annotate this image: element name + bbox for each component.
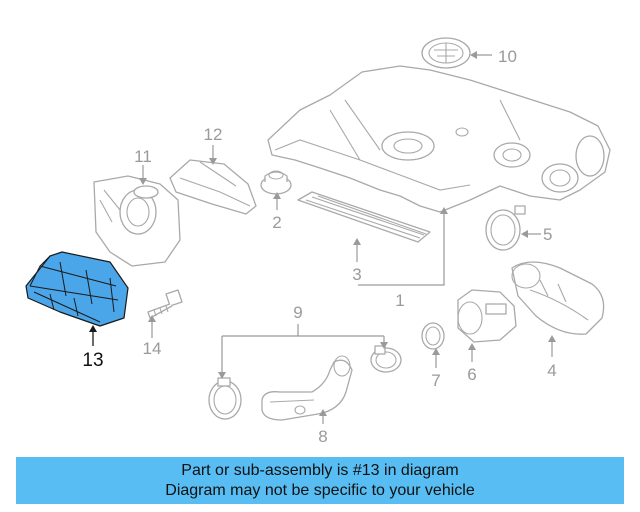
callout-6: 6 — [467, 365, 476, 384]
part-3-air-filter — [297, 191, 431, 243]
part-2-grommet — [260, 170, 292, 195]
part-7-o-ring — [421, 322, 445, 350]
part-5-clamp — [485, 205, 526, 251]
callout-12: 12 — [204, 125, 223, 144]
info-banner: Part or sub-assembly is #13 in diagram D… — [16, 457, 624, 504]
callout-13: 13 — [82, 350, 103, 371]
part-10-emblem — [421, 37, 471, 69]
part-4-intake-hose — [511, 261, 605, 335]
callout-3: 3 — [352, 265, 361, 284]
callout-10: 10 — [498, 47, 517, 66]
callout-2: 2 — [272, 213, 281, 232]
part-14-bolt — [147, 289, 183, 319]
leader-13 — [89, 325, 97, 346]
part-8-hose — [261, 355, 353, 421]
part-1-engine-cover — [267, 65, 611, 213]
callout-8: 8 — [318, 427, 327, 446]
callout-9: 9 — [293, 303, 302, 322]
callout-4: 4 — [547, 361, 556, 380]
part-12-duct-cover — [169, 159, 257, 215]
part-13-air-duct-highlighted — [25, 251, 129, 327]
callout-11: 11 — [134, 147, 152, 166]
banner-line-1: Part or sub-assembly is #13 in diagram — [181, 461, 459, 479]
banner-line-2: Diagram may not be specific to your vehi… — [165, 481, 475, 499]
callout-1: 1 — [395, 291, 404, 310]
callout-5: 5 — [543, 225, 552, 244]
callout-7: 7 — [431, 371, 440, 390]
part-9-clamp-left — [208, 377, 242, 420]
parts-diagram: 10 12 11 2 3 1 5 4 6 7 14 9 8 13 — [25, 37, 611, 446]
part-9-clamp-right — [370, 345, 402, 373]
leader-lines — [139, 51, 556, 424]
part-11-airbox — [93, 175, 181, 267]
callout-14: 14 — [143, 339, 162, 358]
part-6-maf-sensor — [457, 289, 517, 343]
